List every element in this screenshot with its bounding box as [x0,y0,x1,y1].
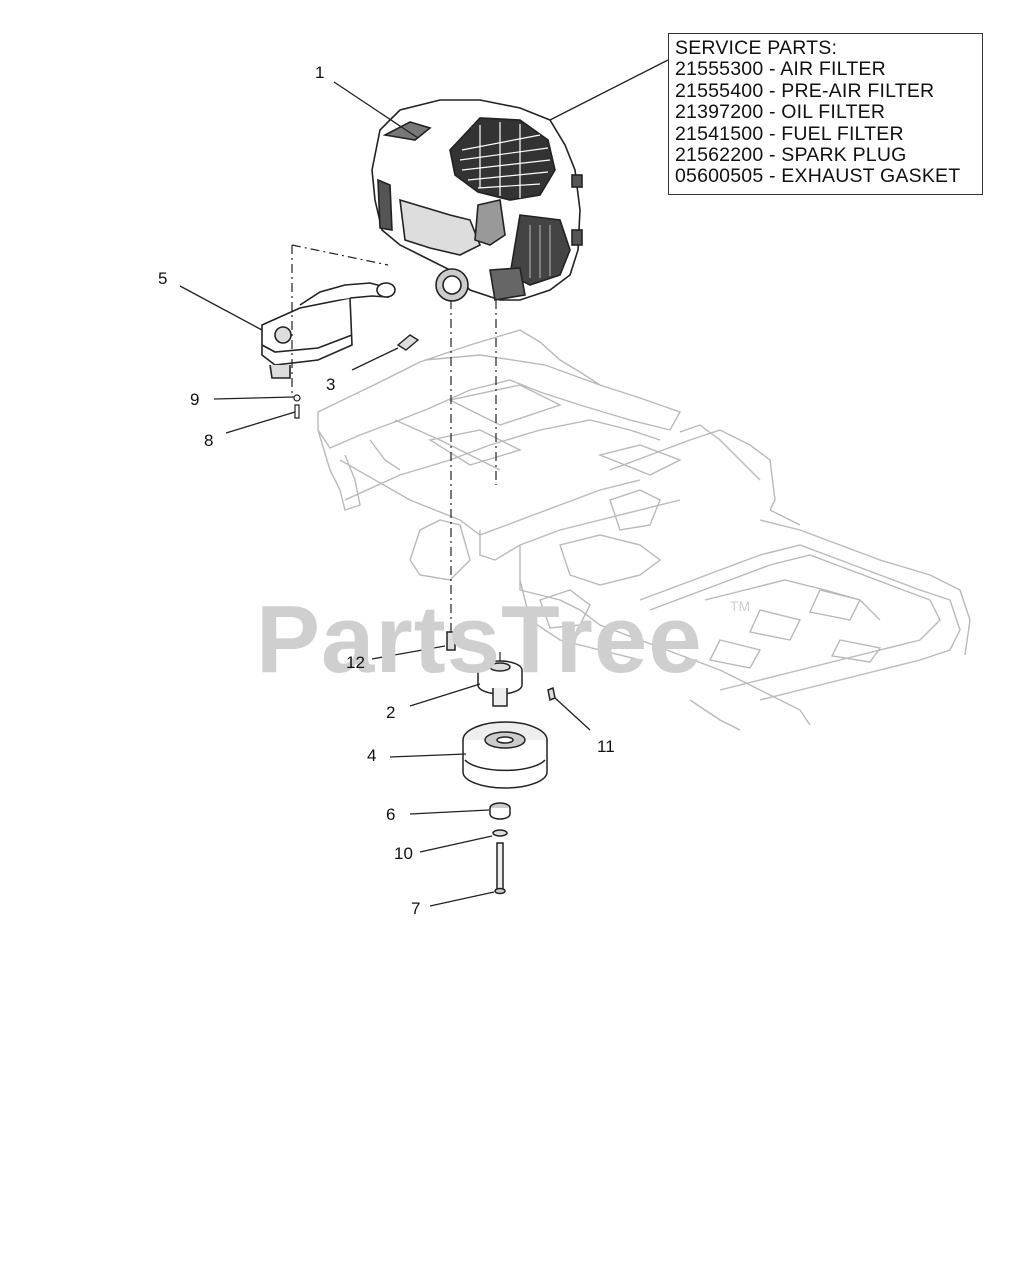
callout-8: 8 [204,431,214,450]
muffler [261,282,396,379]
callout-9: 9 [190,390,200,409]
service-parts-box: SERVICE PARTS: 21555300 - AIR FILTER 215… [668,33,983,195]
callout-2: 2 [386,703,396,722]
callout-4: 4 [367,746,377,765]
service-part-air-filter: 21555300 - AIR FILTER [675,58,886,81]
service-part-pre-air-filter: 21555400 - PRE-AIR FILTER [675,79,935,102]
chassis-frame [317,259,971,731]
callout-3: 3 [326,375,336,394]
watermark: PartsTree [256,586,703,693]
clutch-assembly [446,631,556,895]
service-part-fuel-filter: 21541500 - FUEL FILTER [675,122,904,145]
engine [371,99,583,302]
callout-5: 5 [158,269,168,288]
watermark-tm: TM [730,598,751,614]
assembly-lines [291,244,501,662]
part-8-9-hardware [293,394,301,419]
service-part-exhaust-gasket: 05600505 - EXHAUST GASKET [675,165,961,188]
service-parts-title: SERVICE PARTS: [675,37,838,59]
service-part-spark-plug: 21562200 - SPARK PLUG [675,144,907,167]
callout-1: 1 [315,63,325,82]
service-part-oil-filter: 21397200 - OIL FILTER [675,101,886,124]
callout-11: 11 [597,737,615,756]
part-3-fitting [396,334,420,351]
callout-12: 12 [346,653,365,672]
callout-10: 10 [394,844,413,863]
callout-7: 7 [411,899,421,918]
callout-6: 6 [386,805,396,824]
leader-lines [179,59,669,907]
